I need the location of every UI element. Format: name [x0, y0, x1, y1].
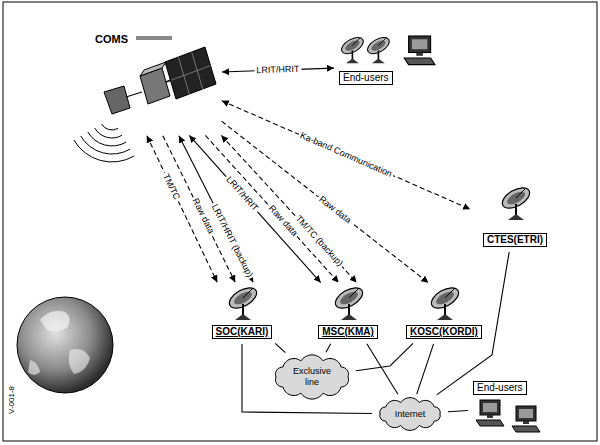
computer-icon	[512, 406, 540, 432]
ground-station: CTES(ETRI)	[472, 184, 558, 250]
computer-icon	[476, 400, 504, 426]
node-label: KOSC(KORDI)	[406, 325, 482, 339]
link-line	[275, 343, 285, 352]
link-line	[356, 343, 413, 370]
dish-icon	[428, 284, 462, 320]
link-label: Raw data	[315, 193, 355, 228]
earth-illustration	[17, 297, 113, 393]
node-label: Internet	[395, 409, 426, 420]
user-group: End-users	[470, 378, 548, 438]
node-label: Exclusive line	[288, 366, 336, 388]
frame	[3, 2, 597, 441]
link-line	[163, 136, 235, 282]
figure-code: V-001-8	[7, 386, 16, 414]
node-label: End-users	[339, 71, 393, 85]
link-label: TM/TC (backup)	[291, 212, 346, 270]
link-line	[222, 101, 470, 209]
link-line	[147, 136, 217, 282]
node-label: COMS	[95, 33, 128, 46]
node-label: CTES(ETRI)	[483, 233, 547, 247]
link-line	[326, 344, 331, 353]
link-label: LRIT/HRIT (backup)	[208, 201, 256, 281]
logo-bar	[136, 36, 172, 40]
node-label: SOC(KARI)	[212, 325, 273, 339]
link-line	[222, 121, 429, 283]
link-line	[189, 135, 320, 282]
computer-icon	[404, 36, 435, 65]
link-line	[448, 410, 468, 411]
satellite-illustration	[74, 47, 216, 162]
node-label: MSC(KMA)	[318, 325, 378, 339]
link-line	[417, 344, 434, 394]
network-cloud: Internet	[374, 396, 446, 432]
dish-icon	[226, 284, 260, 320]
ground-station: KOSC(KORDI)	[402, 284, 486, 342]
dish-icon	[339, 34, 366, 63]
network-cloud: Exclusive line	[270, 354, 354, 400]
dish-icon	[332, 284, 366, 320]
ground-station: MSC(KMA)	[312, 284, 384, 342]
dish-icon	[365, 34, 392, 63]
link-label: TM/TC	[160, 170, 184, 203]
link-label: Ka-band Communication	[297, 129, 396, 180]
satellite: COMS	[92, 30, 220, 134]
link-line	[242, 344, 372, 414]
link-label: LRIT/HRIT	[222, 173, 262, 215]
link-label: LRIT/HRIT	[254, 64, 301, 77]
dish-icon	[499, 184, 533, 220]
node-label: End-users	[473, 381, 527, 395]
ground-station: SOC(KARI)	[206, 284, 278, 342]
link-line	[205, 135, 338, 282]
user-group: End-users	[336, 34, 446, 88]
link-line	[437, 252, 510, 395]
